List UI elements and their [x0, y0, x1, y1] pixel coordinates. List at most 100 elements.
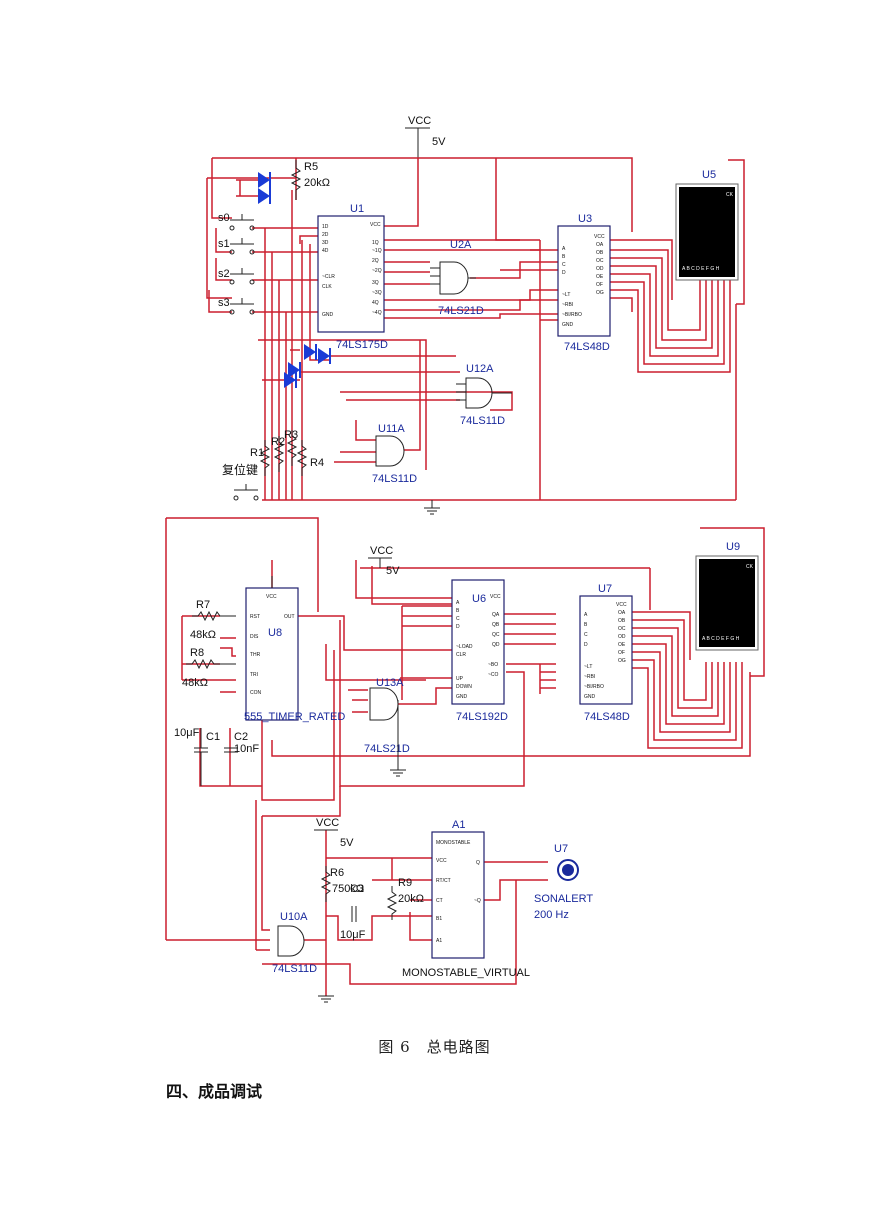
u3-label: U3	[578, 213, 592, 225]
svg-text:RST: RST	[250, 614, 260, 620]
svg-text:1D: 1D	[322, 224, 329, 230]
resistor-r9: R9 20kΩ	[386, 877, 424, 920]
svg-text:GND: GND	[584, 694, 596, 700]
svg-text:~Q: ~Q	[474, 898, 481, 904]
svg-text:QA: QA	[492, 612, 500, 618]
svg-text:~LT: ~LT	[562, 292, 570, 298]
svg-text:~2Q: ~2Q	[372, 268, 382, 274]
svg-text:OC: OC	[596, 258, 604, 264]
svg-text:A B C D E F G H: A B C D E F G H	[702, 636, 740, 642]
svg-text:OG: OG	[596, 290, 604, 296]
chip-a1: A1 MONOSTABLE_VIRTUAL MONOSTABLE VCCRT/C…	[402, 819, 530, 979]
svg-text:~CO: ~CO	[488, 672, 499, 678]
u5-label: U5	[702, 169, 716, 181]
switch-s1-label: s1	[218, 238, 230, 250]
r7-label: R7	[196, 599, 210, 611]
svg-text:VCC: VCC	[616, 602, 627, 608]
svg-text:CON: CON	[250, 690, 262, 696]
switch-s2	[229, 268, 255, 285]
svg-text:C: C	[562, 262, 566, 268]
c3-label: C3	[350, 883, 364, 895]
u11a-label: U11A	[378, 423, 405, 435]
v5-bottom-label: 5V	[340, 837, 354, 849]
svg-text:4Q: 4Q	[372, 300, 379, 306]
ground-top	[424, 500, 440, 515]
svg-text:~BI/RBO: ~BI/RBO	[562, 312, 582, 318]
svg-text:D: D	[584, 642, 588, 648]
svg-text:VCC: VCC	[436, 858, 447, 864]
u2a-part: 74LS21D	[438, 305, 484, 317]
svg-text:B: B	[562, 254, 566, 260]
svg-text:CK: CK	[726, 192, 734, 198]
svg-text:MONOSTABLE: MONOSTABLE	[436, 840, 471, 846]
v5-mid-label: 5V	[386, 565, 400, 577]
r9-value: 20kΩ	[398, 893, 424, 905]
resistor-r5: R5 20kΩ	[290, 160, 330, 200]
svg-text:GND: GND	[562, 322, 574, 328]
buzzer-u7: U7 SONALERT 200 Hz	[534, 843, 593, 921]
resistor-r7: R7 48kΩ	[190, 599, 236, 641]
switch-s3	[229, 298, 255, 315]
svg-text:~3Q: ~3Q	[372, 290, 382, 296]
u1-label: U1	[350, 203, 364, 215]
resistor-r8: R8 48kΩ	[182, 647, 236, 689]
svg-text:~BO: ~BO	[488, 662, 498, 668]
ground-mid	[390, 700, 406, 777]
sonalert-label: SONALERT	[534, 893, 593, 905]
svg-text:~LOAD: ~LOAD	[456, 644, 473, 650]
r8-label: R8	[190, 647, 204, 659]
reset-label: 复位键	[222, 462, 258, 477]
svg-text:QB: QB	[492, 622, 500, 628]
wires-top	[206, 157, 745, 501]
svg-text:GND: GND	[322, 312, 334, 318]
svg-text:A: A	[562, 246, 566, 252]
svg-text:B1: B1	[436, 916, 442, 922]
sonalert-frequency: 200 Hz	[534, 909, 569, 921]
svg-text:DIS: DIS	[250, 634, 259, 640]
svg-text:CT: CT	[436, 898, 443, 904]
svg-text:A: A	[456, 600, 460, 606]
vcc-top-symbol: VCC 5V	[405, 115, 446, 158]
u6-part: 74LS192D	[456, 711, 508, 723]
svg-text:QD: QD	[492, 642, 500, 648]
svg-text:OG: OG	[618, 658, 626, 664]
resistors-r1-r4: R1 R2 R3 R4	[250, 429, 324, 476]
svg-text:OB: OB	[596, 250, 604, 256]
u9-label: U9	[726, 541, 740, 553]
a1-part: MONOSTABLE_VIRTUAL	[402, 967, 530, 979]
r6-label: R6	[330, 867, 344, 879]
svg-text:OD: OD	[596, 266, 604, 272]
u11a-part: 74LS11D	[372, 473, 417, 485]
svg-text:2Q: 2Q	[372, 258, 379, 264]
capacitor-c2: C2 10nF	[224, 731, 259, 755]
svg-text:OF: OF	[618, 650, 625, 656]
u10a-label: U10A	[280, 911, 308, 923]
reset-button-symbol: 复位键	[222, 462, 259, 501]
gate-u11a: U11A 74LS11D	[372, 423, 417, 485]
wires-middle	[165, 517, 765, 941]
svg-text:VCC: VCC	[266, 594, 277, 600]
vcc-bottom-symbol: VCC 5V	[314, 817, 354, 849]
r3-label: R3	[284, 429, 298, 441]
svg-text:3D: 3D	[322, 240, 329, 246]
diodes-top	[258, 172, 331, 388]
u13a-part: 74LS21D	[364, 743, 410, 755]
svg-text:~1Q: ~1Q	[372, 248, 382, 254]
svg-text:D: D	[562, 270, 566, 276]
capacitor-c3: C3 10μF	[340, 883, 366, 941]
switches-group: s0 s1 s2 s3	[218, 212, 255, 315]
u8-part: 555_TIMER_RATED	[244, 711, 345, 723]
u1-part: 74LS175D	[336, 339, 388, 351]
svg-text:THR: THR	[250, 652, 261, 658]
svg-text:3Q: 3Q	[372, 280, 379, 286]
u7-part: 74LS48D	[584, 711, 630, 723]
v5-top-label: 5V	[432, 136, 446, 148]
figure-caption: 图 6 总电路图	[378, 1038, 491, 1056]
r8-value: 48kΩ	[182, 677, 208, 689]
c3-value: 10μF	[340, 929, 366, 941]
